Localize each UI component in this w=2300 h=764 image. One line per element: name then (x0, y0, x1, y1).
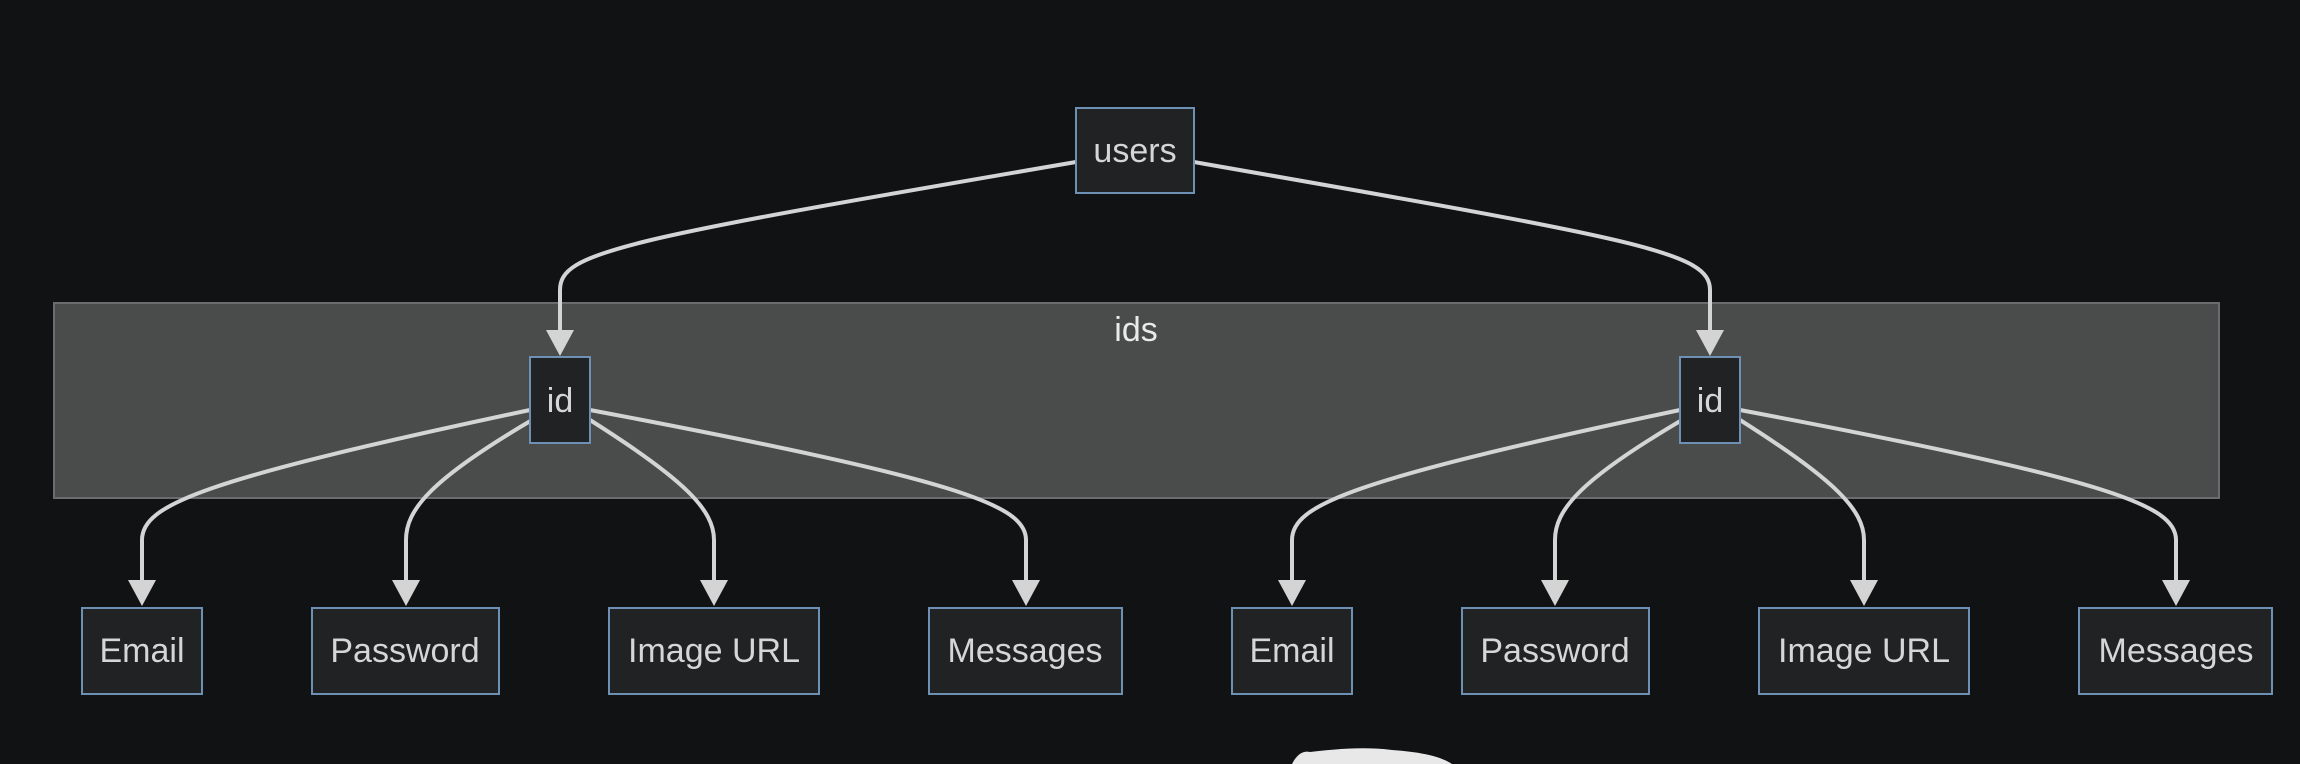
subgraph-ids: ids (53, 302, 2220, 499)
node-id-1-label: id (547, 382, 573, 420)
node-imageurl-1-label: Image URL (628, 632, 800, 670)
edge-id1-email1 (140, 408, 531, 580)
node-messages-2[interactable]: Messages (2078, 607, 2273, 695)
node-password-2-label: Password (1480, 632, 1629, 670)
edge-id2-email2 (1290, 408, 1681, 580)
arrowhead-id1-password1 (392, 580, 420, 606)
edges (128, 160, 2190, 606)
node-messages-1[interactable]: Messages (928, 607, 1123, 695)
node-messages-2-label: Messages (2099, 632, 2254, 670)
node-email-2[interactable]: Email (1231, 607, 1353, 695)
arrowhead-id2-password2 (1541, 580, 1569, 606)
node-email-1[interactable]: Email (81, 607, 203, 695)
edge-id2-messages2 (1739, 408, 2178, 580)
arrowhead-id2-email2 (1278, 580, 1306, 606)
node-imageurl-2-label: Image URL (1778, 632, 1950, 670)
node-imageurl-2[interactable]: Image URL (1758, 607, 1970, 695)
arrowhead-users-id1 (546, 330, 574, 356)
edge-id1-imageurl1 (588, 418, 716, 580)
node-password-1[interactable]: Password (311, 607, 500, 695)
edge-id2-password2 (1553, 418, 1684, 580)
node-messages-1-label: Messages (948, 632, 1103, 670)
subgraph-ids-label: ids (1114, 311, 1157, 349)
node-id-1[interactable]: id (529, 356, 591, 444)
node-users-label: users (1093, 132, 1176, 170)
arrowhead-id1-imageurl1 (700, 580, 728, 606)
arrowhead-users-id2 (1696, 330, 1724, 356)
node-id-2[interactable]: id (1679, 356, 1741, 444)
edge-id1-messages1 (589, 408, 1028, 580)
arrowhead-id2-messages2 (2162, 580, 2190, 606)
node-email-2-label: Email (1249, 632, 1334, 670)
arrowhead-id1-email1 (128, 580, 156, 606)
edge-id1-password1 (404, 418, 534, 580)
node-users[interactable]: users (1075, 107, 1195, 194)
node-imageurl-1[interactable]: Image URL (608, 607, 820, 695)
node-id-2-label: id (1697, 382, 1723, 420)
edge-users-id1 (558, 160, 1077, 330)
edge-users-id2 (1193, 160, 1712, 330)
node-email-1-label: Email (99, 632, 184, 670)
arrowhead-id1-messages1 (1012, 580, 1040, 606)
arrowhead-id2-imageurl2 (1850, 580, 1878, 606)
node-password-2[interactable]: Password (1461, 607, 1650, 695)
node-password-1-label: Password (330, 632, 479, 670)
edge-id2-imageurl2 (1738, 418, 1866, 580)
subgraph-ids-box (53, 302, 2220, 499)
partial-decorative-shape (1292, 748, 1452, 764)
